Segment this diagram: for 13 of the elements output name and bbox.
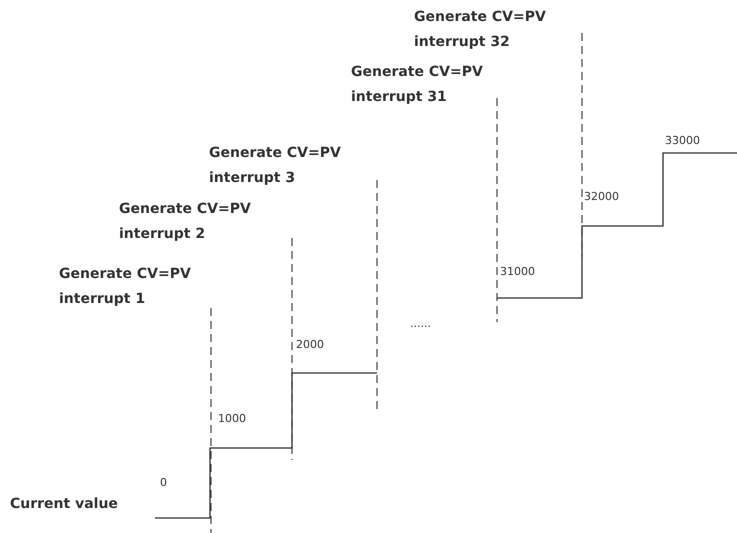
value-label: 2000 <box>296 338 324 352</box>
value-label: 0 <box>160 476 167 490</box>
annotation-text: Generate CV=PV interrupt 2 <box>119 200 252 244</box>
ellipsis-text: ...... <box>410 317 431 331</box>
value-label: 32000 <box>584 190 619 204</box>
annotation-text: Generate CV=PV interrupt 3 <box>209 144 342 188</box>
value-label: 33000 <box>665 134 700 148</box>
value-label: 31000 <box>500 265 535 279</box>
annotation-text: Generate CV=PV interrupt 31 <box>351 63 484 107</box>
annotation-text: Generate CV=PV interrupt 1 <box>59 265 192 309</box>
annotation-text: Generate CV=PV interrupt 32 <box>414 8 547 52</box>
annotation-text: Current value <box>10 495 118 514</box>
value-label: 1000 <box>218 412 246 426</box>
